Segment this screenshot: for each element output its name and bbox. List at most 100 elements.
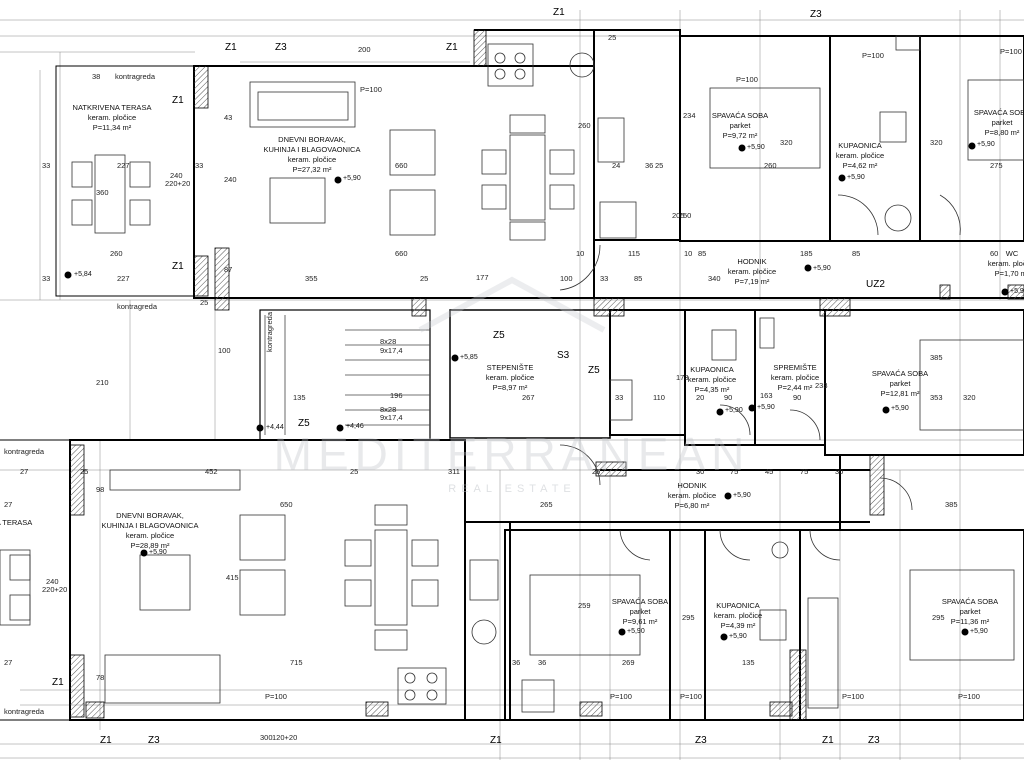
svg-text:85: 85: [634, 274, 642, 283]
room-kupaonica-3: KUPAONICA keram. pločice P=4,39 m²: [714, 601, 762, 630]
svg-text:Z3: Z3: [148, 735, 160, 746]
svg-text:320: 320: [780, 138, 793, 147]
svg-text:+5,85: +5,85: [460, 354, 478, 361]
svg-text:parket: parket: [890, 379, 912, 388]
svg-text:220+20: 220+20: [42, 585, 67, 594]
svg-text:30: 30: [696, 467, 704, 476]
svg-text:S3: S3: [557, 350, 570, 361]
svg-text:+5,90: +5,90: [757, 404, 775, 411]
svg-text:A TERASA: A TERASA: [0, 518, 32, 527]
svg-text:P=4,35 m²: P=4,35 m²: [695, 385, 730, 394]
svg-text:240: 240: [170, 171, 183, 180]
svg-text:P=27,32 m²: P=27,32 m²: [293, 165, 332, 174]
watermark: MEDITERRANEAN REAL ESTATE: [274, 276, 744, 495]
svg-text:P=100: P=100: [842, 692, 864, 701]
svg-text:+5,84: +5,84: [74, 271, 92, 278]
svg-text:Z3: Z3: [868, 735, 880, 746]
svg-text:110: 110: [653, 393, 665, 402]
svg-text:Z1: Z1: [225, 42, 237, 53]
svg-text:+5,90: +5,90: [747, 144, 765, 151]
svg-text:KUPAONICA: KUPAONICA: [716, 601, 760, 610]
svg-text:135: 135: [742, 658, 755, 667]
svg-text:+4,46: +4,46: [346, 423, 364, 430]
svg-text:177: 177: [476, 273, 489, 282]
svg-text:+5,90: +5,90: [149, 549, 167, 556]
svg-text:HODNIK: HODNIK: [737, 257, 766, 266]
svg-text:P=6,80 m²: P=6,80 m²: [675, 501, 710, 510]
svg-text:196: 196: [390, 391, 403, 400]
svg-text:75: 75: [730, 467, 738, 476]
svg-text:78: 78: [96, 673, 104, 682]
room-dnevni-bot: DNEVNI BORAVAK, KUHINJA I BLAGOVAONICA k…: [102, 511, 199, 550]
svg-text:P=11,34 m²: P=11,34 m²: [93, 123, 132, 132]
room-stepeniste: STEPENIŠTE keram. pločice P=8,97 m²: [486, 363, 534, 392]
svg-text:27: 27: [4, 500, 12, 509]
svg-text:SPAVAĆA SOBA: SPAVAĆA SOBA: [942, 597, 998, 606]
svg-text:SPAVAĆA SOBA: SPAVAĆA SOBA: [712, 111, 768, 120]
svg-text:SPAVAĆA SOBA: SPAVAĆA SOBA: [974, 108, 1024, 117]
svg-text:259: 259: [578, 601, 591, 610]
svg-text:36: 36: [538, 658, 546, 667]
svg-text:Z1: Z1: [172, 261, 184, 272]
svg-text:43: 43: [224, 113, 232, 122]
svg-text:233: 233: [815, 381, 828, 390]
svg-text:keram. pločice: keram. pločice: [486, 373, 534, 382]
room-spremiste: SPREMIŠTE keram. pločice P=2,44 m²: [771, 363, 819, 392]
wall-hatching: [69, 29, 1024, 721]
svg-text:KUHINJA I BLAGOVAONICA: KUHINJA I BLAGOVAONICA: [264, 145, 361, 154]
svg-text:P=100: P=100: [1000, 47, 1022, 56]
svg-text:90: 90: [793, 393, 801, 402]
svg-text:452: 452: [205, 467, 218, 476]
svg-text:75: 75: [800, 467, 808, 476]
svg-text:715: 715: [290, 658, 303, 667]
svg-text:25: 25: [200, 298, 208, 307]
svg-text:185: 185: [800, 249, 813, 258]
walls: [0, 29, 1024, 721]
svg-text:33: 33: [42, 161, 50, 170]
svg-text:415: 415: [226, 573, 239, 582]
svg-text:33: 33: [600, 274, 608, 283]
svg-text:220+20: 220+20: [165, 179, 190, 188]
svg-text:Z5: Z5: [298, 418, 310, 429]
svg-text:+5,90: +5,90: [847, 174, 865, 181]
svg-text:keram. pločice: keram. pločice: [668, 491, 716, 500]
svg-text:+5,90: +5,90: [627, 628, 645, 635]
svg-text:33: 33: [195, 161, 203, 170]
svg-text:P=4,39 m²: P=4,39 m²: [721, 621, 756, 630]
svg-text:Z1: Z1: [490, 735, 502, 746]
svg-text:650: 650: [280, 500, 293, 509]
svg-text:keram. pločice: keram. pločice: [688, 375, 736, 384]
svg-text:10: 10: [576, 249, 584, 258]
svg-text:+5,90: +5,90: [813, 265, 831, 272]
level-labels: +5,90 +5,90 +5,90 +5,90 +5,84 +5,90 +5,8…: [74, 141, 1024, 640]
svg-text:20: 20: [696, 393, 704, 402]
svg-text:163: 163: [760, 391, 773, 400]
svg-text:115: 115: [628, 249, 640, 258]
svg-text:360: 360: [96, 188, 109, 197]
svg-text:Z5: Z5: [493, 330, 505, 341]
svg-text:265: 265: [540, 500, 553, 509]
svg-text:P=9,61 m²: P=9,61 m²: [623, 617, 658, 626]
svg-text:100: 100: [218, 346, 231, 355]
svg-text:parket: parket: [960, 607, 982, 616]
svg-text:SPAVAĆA SOBA: SPAVAĆA SOBA: [872, 369, 928, 378]
svg-text:98: 98: [96, 485, 104, 494]
svg-text:355: 355: [305, 274, 318, 283]
svg-text:120+20: 120+20: [272, 733, 297, 742]
svg-text:234: 234: [683, 111, 696, 120]
svg-text:keram. pločice: keram. pločice: [288, 155, 336, 164]
svg-text:+5,90: +5,90: [970, 628, 988, 635]
svg-text:kontragreda: kontragreda: [4, 447, 45, 456]
svg-text:Z3: Z3: [695, 735, 707, 746]
svg-text:DNEVNI BORAVAK,: DNEVNI BORAVAK,: [278, 135, 346, 144]
dimension-labels: 38 33 227 240 220+20 33 260 227 33 660 6…: [4, 33, 1003, 742]
svg-text:+5,90: +5,90: [725, 407, 743, 414]
svg-text:SPAVAĆA SOBA: SPAVAĆA SOBA: [612, 597, 668, 606]
svg-text:keram. pločice: keram. pločice: [88, 113, 136, 122]
svg-text:36: 36: [645, 161, 653, 170]
svg-text:+5,90: +5,90: [1010, 288, 1024, 295]
notes: kontragreda kontragreda kontragreda kont…: [4, 47, 1022, 716]
svg-text:Z3: Z3: [275, 42, 287, 53]
room-spavaca-5: SPAVAĆA SOBA parket P=11,36 m²: [942, 597, 998, 626]
